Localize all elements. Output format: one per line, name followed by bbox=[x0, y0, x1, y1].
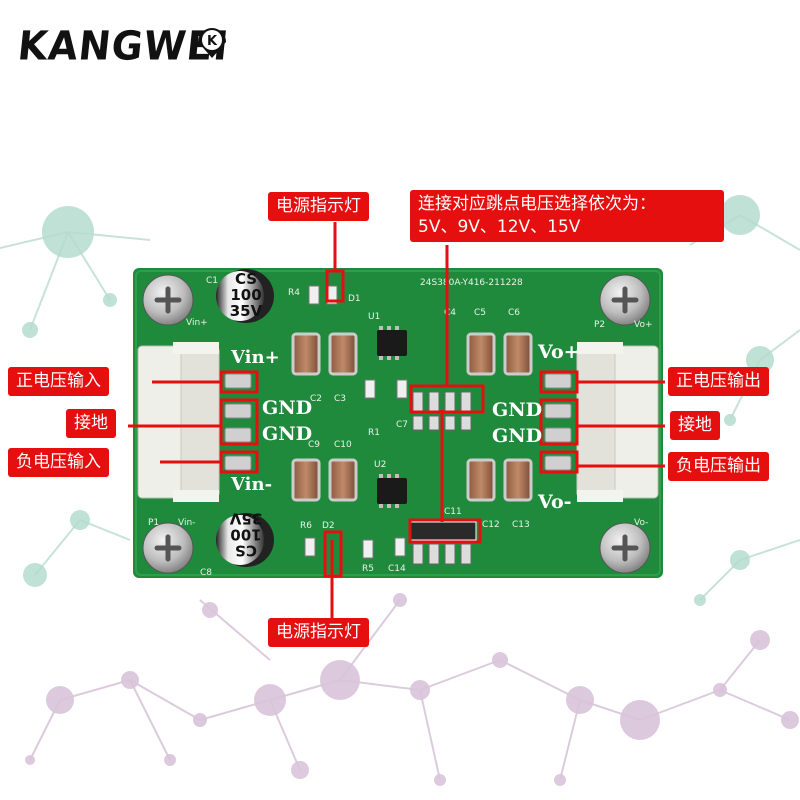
callout-led-bottom: 电源指示灯 bbox=[268, 618, 369, 647]
ref-u1: U1 bbox=[368, 312, 381, 322]
ref-r5: R5 bbox=[362, 564, 374, 574]
small-vin-minus: Vin- bbox=[178, 518, 196, 528]
ic-u2 bbox=[377, 478, 407, 504]
small-vo-minus: Vo- bbox=[634, 518, 649, 528]
ref-c13: C13 bbox=[512, 520, 530, 530]
silk-vin-plus: Vin+ bbox=[231, 347, 280, 368]
capacitor-top bbox=[216, 269, 274, 323]
ref-c4: C4 bbox=[444, 308, 457, 318]
silk-gnd-3: GND bbox=[492, 399, 543, 421]
small-vo-plus: Vo+ bbox=[634, 320, 653, 330]
silk-vin-minus: Vin- bbox=[231, 474, 273, 495]
ref-r1: R1 bbox=[368, 428, 380, 438]
ref-p2: P2 bbox=[594, 320, 606, 330]
brand-logo-mark: K bbox=[207, 34, 218, 49]
ref-p1: P1 bbox=[148, 518, 160, 528]
input-connector bbox=[137, 342, 220, 502]
callout-voltage-select-line1: 连接对应跳点电压选择依次为： bbox=[418, 194, 656, 214]
small-vin-plus: Vin+ bbox=[186, 318, 208, 328]
silk-vo-plus: Vo+ bbox=[538, 341, 580, 363]
ref-r6: R6 bbox=[300, 521, 312, 531]
brand-logo-icon: K bbox=[198, 28, 226, 58]
capacitor-bottom bbox=[216, 513, 274, 567]
callout-led-top: 电源指示灯 bbox=[268, 192, 369, 221]
pcb-code: 24S380A-Y416-211228 bbox=[420, 278, 523, 288]
silk-gnd-2: GND bbox=[262, 423, 313, 445]
output-connector bbox=[576, 342, 659, 502]
ref-c10: C10 bbox=[334, 440, 352, 450]
ref-r4: R4 bbox=[288, 288, 300, 298]
ref-d1: D1 bbox=[348, 294, 361, 304]
silk-vo-minus: Vo- bbox=[538, 491, 572, 513]
ref-d2: D2 bbox=[322, 521, 335, 531]
ref-c3: C3 bbox=[334, 394, 347, 404]
callout-pos-output: 正电压输出 bbox=[668, 367, 769, 396]
silk-gnd-4: GND bbox=[492, 425, 543, 447]
callout-neg-output: 负电压输出 bbox=[668, 452, 769, 481]
ref-c1: C1 bbox=[206, 276, 219, 286]
ref-c6: C6 bbox=[508, 308, 521, 318]
pcb-board bbox=[133, 268, 663, 578]
callout-ground-right: 接地 bbox=[670, 411, 720, 440]
ic-u1 bbox=[377, 330, 407, 356]
screw-icon bbox=[142, 274, 651, 574]
ref-u2: U2 bbox=[374, 460, 387, 470]
silk-gnd-1: GND bbox=[262, 397, 313, 419]
callout-pos-input: 正电压输入 bbox=[8, 367, 109, 396]
callout-neg-input: 负电压输入 bbox=[8, 448, 109, 477]
ref-c9: C9 bbox=[308, 440, 321, 450]
ref-c11: C11 bbox=[444, 507, 462, 517]
ref-c12: C12 bbox=[482, 520, 500, 530]
ref-c5: C5 bbox=[474, 308, 487, 318]
callout-ground-left: 接地 bbox=[66, 409, 116, 438]
ref-c8: C8 bbox=[200, 568, 213, 578]
ref-c14: C14 bbox=[388, 564, 406, 574]
ref-c7: C7 bbox=[396, 420, 409, 430]
ref-c2: C2 bbox=[310, 394, 323, 404]
callout-voltage-select-line2: 5V、9V、12V、15V bbox=[418, 216, 581, 237]
callout-voltage-select: 连接对应跳点电压选择依次为： 5V、9V、12V、15V bbox=[410, 190, 724, 242]
